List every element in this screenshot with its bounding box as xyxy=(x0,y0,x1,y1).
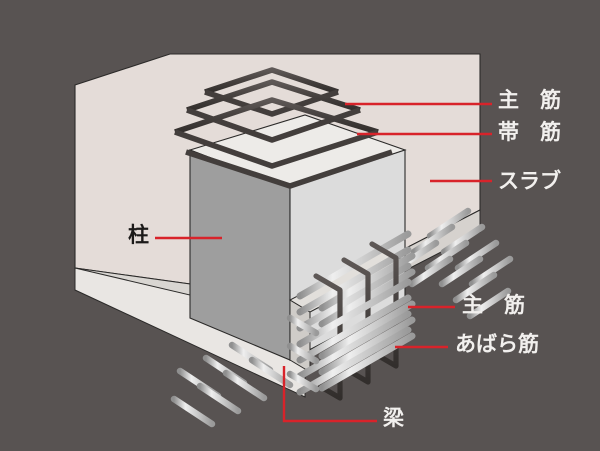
column-hoop-lower xyxy=(174,97,379,135)
column-hoop-middle xyxy=(186,79,361,113)
beam-rebar-group xyxy=(286,230,416,401)
slab-rebar-right-group xyxy=(394,207,514,320)
leader-lines xyxy=(155,102,492,423)
beam-main-bars-lower xyxy=(296,278,416,396)
column-rebar-cage xyxy=(174,44,393,256)
column-hoop-lower-front xyxy=(174,129,379,169)
leader-beam xyxy=(282,366,377,423)
column-hoop-bottom xyxy=(185,149,393,189)
beam-main-bars-left xyxy=(286,314,320,393)
column-hoop-top xyxy=(204,67,339,95)
